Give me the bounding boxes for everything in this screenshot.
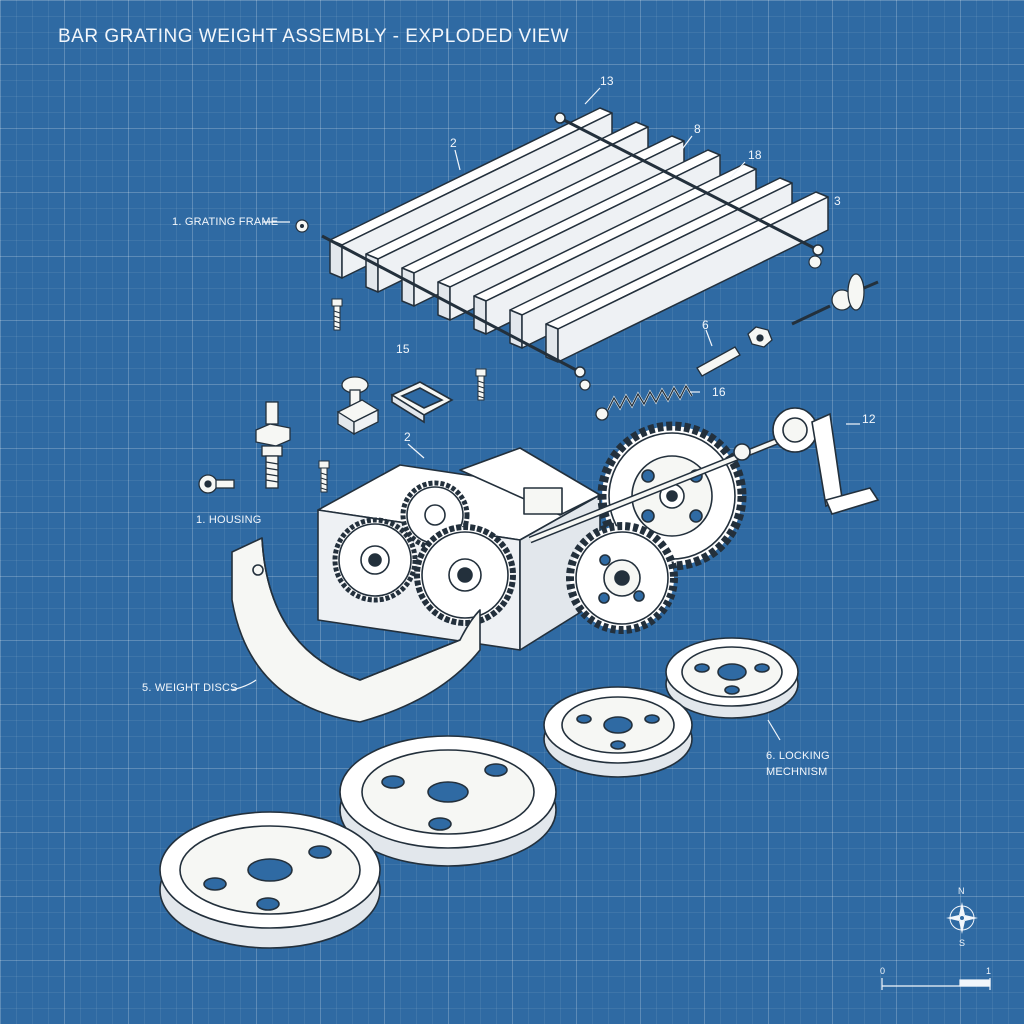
callout-8: 8 xyxy=(694,122,701,136)
scale-start-label: 0 xyxy=(880,966,886,976)
callout-15: 15 xyxy=(396,342,410,356)
compass-south-label: S xyxy=(959,938,966,948)
callout-12: 12 xyxy=(862,412,876,426)
scale-bar xyxy=(881,978,991,990)
compass-rose-icon xyxy=(946,902,978,934)
callout-16: 16 xyxy=(712,385,726,399)
leader-lines xyxy=(231,87,860,741)
callout-6: 6 xyxy=(702,318,709,332)
compass-north-label: N xyxy=(958,886,965,896)
callout-18: 18 xyxy=(748,148,762,162)
scale-end-label: 1 xyxy=(986,966,992,976)
label-locking-mechanism: 6. LOCKING MECHNISM xyxy=(766,748,876,780)
label-locking-line2: MECHNISM xyxy=(766,766,828,778)
label-grating-frame: 1. GRATING FRAME xyxy=(172,216,279,228)
grating-frame xyxy=(321,107,829,378)
label-locking-line1: 6. LOCKING xyxy=(766,750,830,762)
callout-13: 13 xyxy=(600,74,614,88)
diagram-title: BAR GRATING WEIGHT ASSEMBLY - EXPLODED V… xyxy=(58,26,570,47)
weight-discs xyxy=(159,637,799,949)
label-housing: 1. HOUSING xyxy=(196,514,262,526)
callout-2-mid: 2 xyxy=(404,430,411,444)
callout-3: 3 xyxy=(834,194,841,208)
callout-2-top: 2 xyxy=(450,136,457,150)
label-weight-discs: 5. WEIGHT DISCS xyxy=(142,682,238,694)
housing xyxy=(231,447,601,723)
fastener-parts xyxy=(198,219,879,494)
drive-gears xyxy=(528,407,880,634)
